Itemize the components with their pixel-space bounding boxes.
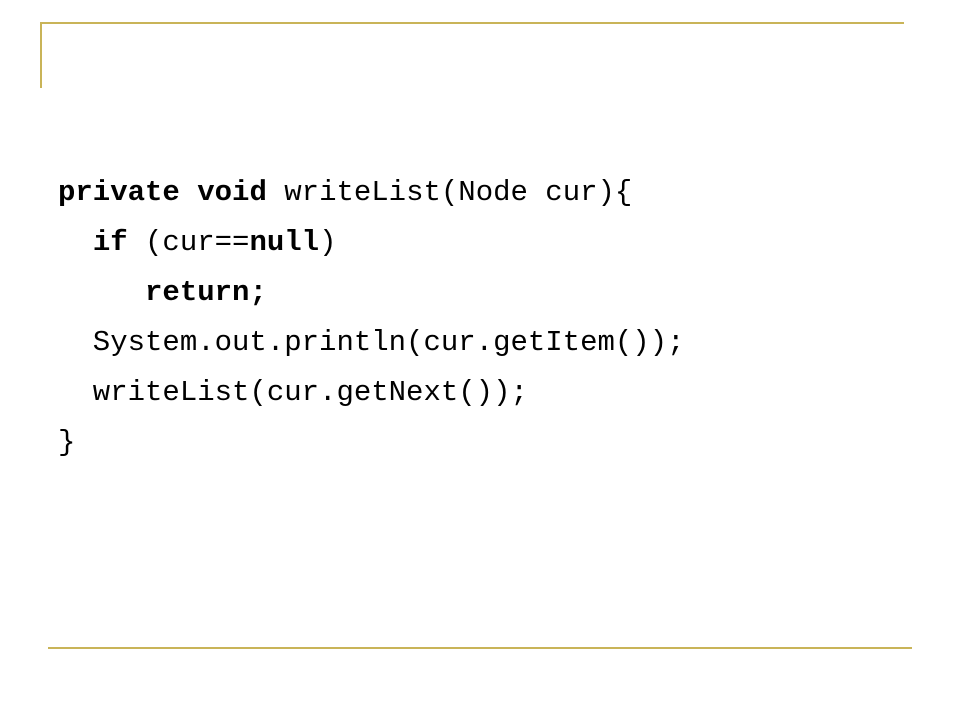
code-token: private [58, 176, 180, 209]
code-token: void [197, 176, 267, 209]
code-line-5: writeList(cur.getNext()); [58, 368, 685, 418]
bottom-accent-rule [48, 647, 912, 649]
left-accent-rule [40, 22, 42, 88]
code-token: (cur== [127, 226, 250, 259]
code-token: writeList(cur.getNext()); [58, 376, 528, 409]
code-line-1: private void writeList(Node cur){ [58, 168, 685, 218]
code-token: ; [249, 276, 267, 309]
code-token [58, 226, 93, 259]
code-line-2: if (cur==null) [58, 218, 685, 268]
code-token: System.out.println(cur.getItem()); [58, 326, 685, 359]
code-token [58, 276, 145, 309]
code-token: } [58, 426, 76, 459]
code-token: return [145, 276, 250, 309]
code-line-6: } [58, 418, 685, 468]
code-block: private void writeList(Node cur){ if (cu… [58, 168, 685, 468]
top-accent-rule [40, 22, 904, 24]
code-token: ) [319, 226, 337, 259]
code-line-3: return; [58, 268, 685, 318]
code-token: writeList(Node cur){ [266, 176, 633, 209]
code-token [180, 176, 197, 209]
code-token: if [92, 226, 128, 259]
code-line-4: System.out.println(cur.getItem()); [58, 318, 685, 368]
code-token: null [249, 226, 320, 259]
